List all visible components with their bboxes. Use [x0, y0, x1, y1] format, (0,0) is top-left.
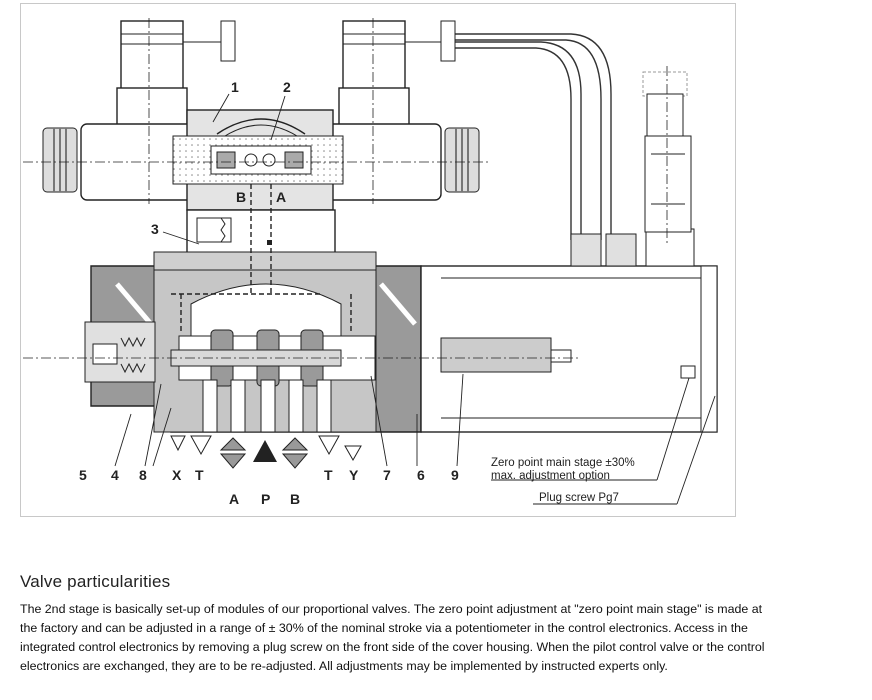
port-label-t-right: T — [324, 467, 333, 483]
callout-6: 6 — [417, 467, 425, 483]
callout-5: 5 — [79, 467, 87, 483]
pilot-port-b: B — [236, 189, 246, 205]
callout-7: 7 — [383, 467, 391, 483]
note-zero-point: Zero point main stage ±30% — [491, 457, 635, 469]
callout-2: 2 — [283, 79, 291, 95]
port-label-p: P — [261, 491, 270, 507]
note-plug-screw: Plug screw Pg7 — [539, 492, 619, 504]
pilot-port-a: A — [276, 189, 286, 205]
pilot-valve — [172, 109, 344, 211]
center-lines — [23, 18, 668, 359]
port-label-b: B — [290, 491, 300, 507]
port-label-t-left: T — [195, 467, 204, 483]
electrical-connector — [642, 71, 692, 233]
port-symbols — [170, 435, 362, 469]
valve-sectional-diagram: 1 2 3 4 5 6 7 8 9 X T A P B T Y B A Zero… — [20, 3, 736, 517]
port-label-y: Y — [349, 467, 359, 483]
port-label-x: X — [172, 467, 182, 483]
right-solenoid — [320, 20, 480, 201]
electronics-housing — [420, 228, 718, 433]
main-stage-body — [90, 251, 422, 433]
port-label-a: A — [229, 491, 239, 507]
leader-lines — [114, 93, 716, 505]
callout-8: 8 — [139, 467, 147, 483]
note-adjustment: max. adjustment option — [491, 470, 610, 482]
spring-chamber — [84, 321, 156, 383]
callout-4: 4 — [111, 467, 119, 483]
section-heading: Valve particularities — [20, 572, 171, 591]
left-solenoid — [42, 20, 236, 201]
callout-3: 3 — [151, 221, 159, 237]
callout-9: 9 — [451, 467, 459, 483]
pilot-lines — [171, 184, 352, 334]
adapter-block — [186, 209, 336, 255]
section-body: The 2nd stage is basically set-up of mod… — [20, 602, 765, 673]
diagram-drawing: 1 2 3 4 5 6 7 8 9 X T A P B T Y B A Zero… — [23, 18, 718, 507]
cables — [451, 33, 612, 240]
callout-1: 1 — [231, 79, 239, 95]
